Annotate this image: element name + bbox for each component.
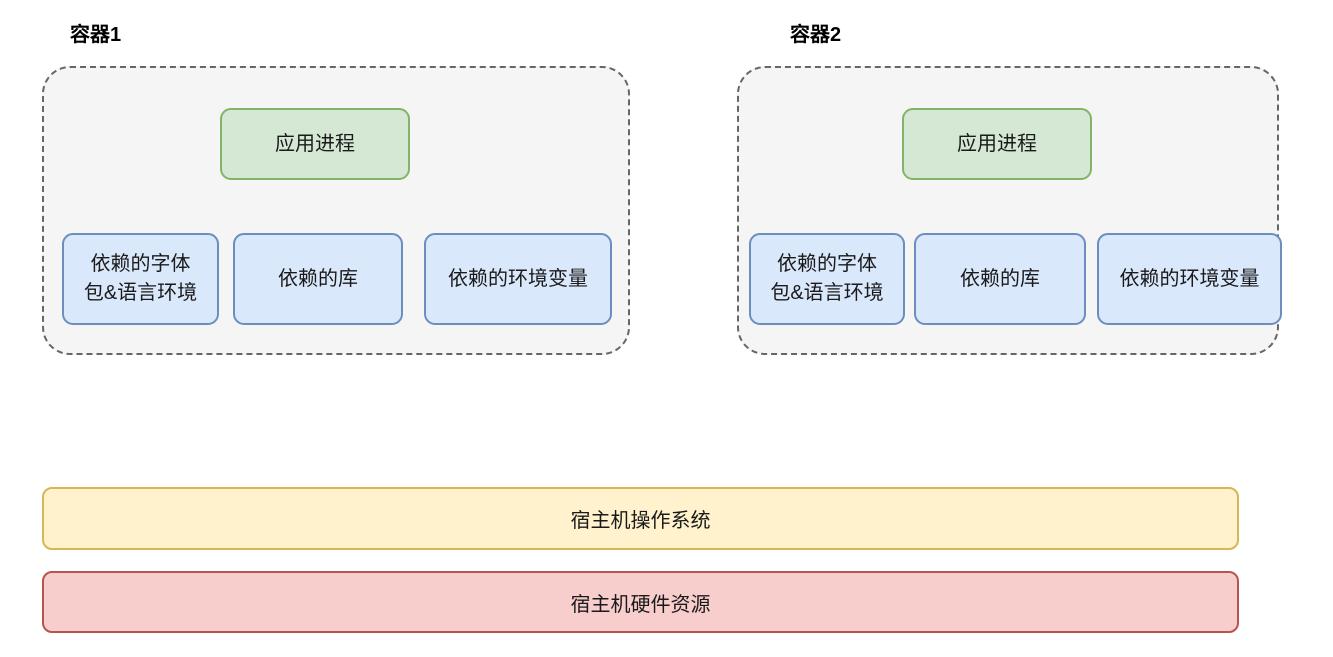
container-2-app-process-box: 应用进程 [902, 108, 1092, 180]
container-1-app-process-box: 应用进程 [220, 108, 410, 180]
container-2-dep-libs-box: 依赖的库 [914, 233, 1086, 325]
container-1-dep-fonts-box: 依赖的字体包&语言环境 [62, 233, 219, 325]
container-1-dep-libs-box: 依赖的库 [233, 233, 403, 325]
host-hardware-bar: 宿主机硬件资源 [42, 571, 1239, 633]
container-2-dep-env-box: 依赖的环境变量 [1097, 233, 1282, 325]
host-os-bar: 宿主机操作系统 [42, 487, 1239, 550]
container-1-title: 容器1 [70, 24, 122, 46]
container-2-dep-fonts-box: 依赖的字体包&语言环境 [749, 233, 905, 325]
container-1-dep-env-box: 依赖的环境变量 [424, 233, 612, 325]
container-2-title: 容器2 [790, 24, 842, 46]
